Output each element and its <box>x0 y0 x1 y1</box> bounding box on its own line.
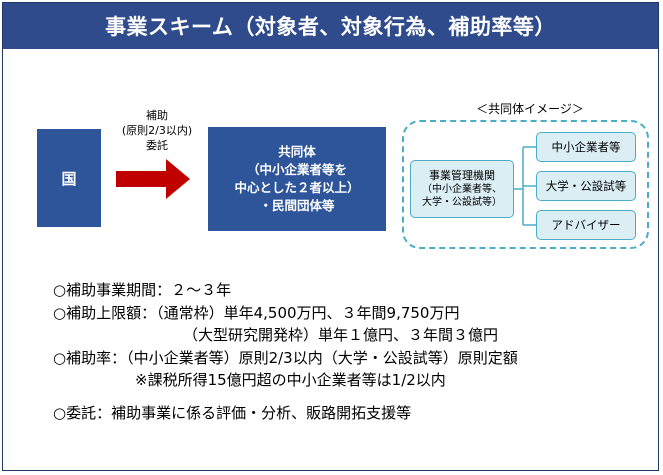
note-limit: ○補助上限額：（通常枠）単年4,500万円、３年間9,750万円 <box>53 303 460 322</box>
kyodo-image-group <box>402 120 649 249</box>
management-title: 事業管理機関 <box>429 169 495 182</box>
page-title: 事業スキーム（対象者、対象行為、補助率等） <box>3 3 658 49</box>
kyodo-line: ・民間団体等 <box>259 198 335 213</box>
note-rate: ○補助率：（中小企業者等）原則2/3以内（大学・公設試等）原則定額 <box>53 348 518 367</box>
kyodo-line: （中小企業者等を <box>246 162 347 177</box>
kyodo-line: 共同体 <box>278 144 316 159</box>
management-sub: 大学・公設試等） <box>422 197 502 208</box>
note-rate-exception: ※課税所得15億円超の中小企業者等は1/2以内 <box>135 371 446 389</box>
kuni-label: 国 <box>61 169 77 188</box>
subsidy-arrow <box>116 159 190 199</box>
member-connector <box>514 146 536 226</box>
note-period: ○補助事業期間：２～３年 <box>53 281 232 299</box>
member-label: アドバイザー <box>551 218 621 232</box>
kyodo-image-label: ＜共同体イメージ＞ <box>476 102 584 116</box>
member-label: 大学・公設試等 <box>545 179 627 193</box>
kyodo-box: 共同体 （中小企業者等を 中心とした２者以上） ・民間団体等 <box>208 127 386 231</box>
kuni-box: 国 <box>37 129 101 227</box>
member-box-advisor: アドバイザー <box>536 210 636 240</box>
member-box-sme: 中小企業者等 <box>536 132 636 162</box>
member-label: 中小企業者等 <box>551 140 621 154</box>
arrow-label-line: (原則2/3以内) <box>121 124 193 137</box>
note-limit-large: （大型研究開発枠）単年１億円、３年間３億円 <box>183 326 499 344</box>
scheme-notes: ○補助事業期間：２～３年 ○補助上限額：（通常枠）単年4,500万円、３年間9,… <box>53 279 518 424</box>
arrow-label-line: 補助 <box>146 109 168 122</box>
management-sub: （中小企業者等、 <box>422 184 502 195</box>
arrow-label-line: 委託 <box>146 139 168 152</box>
note-entrust: ○委託：補助事業に係る評価・分析、販路開拓支援等 <box>53 403 412 422</box>
management-box: 事業管理機関 （中小企業者等、 大学・公設試等） <box>410 160 514 218</box>
arrow-label: 補助 (原則2/3以内) 委託 <box>112 108 202 153</box>
kyodo-line: 中心とした２者以上） <box>234 180 360 195</box>
member-box-university: 大学・公設試等 <box>536 171 636 201</box>
